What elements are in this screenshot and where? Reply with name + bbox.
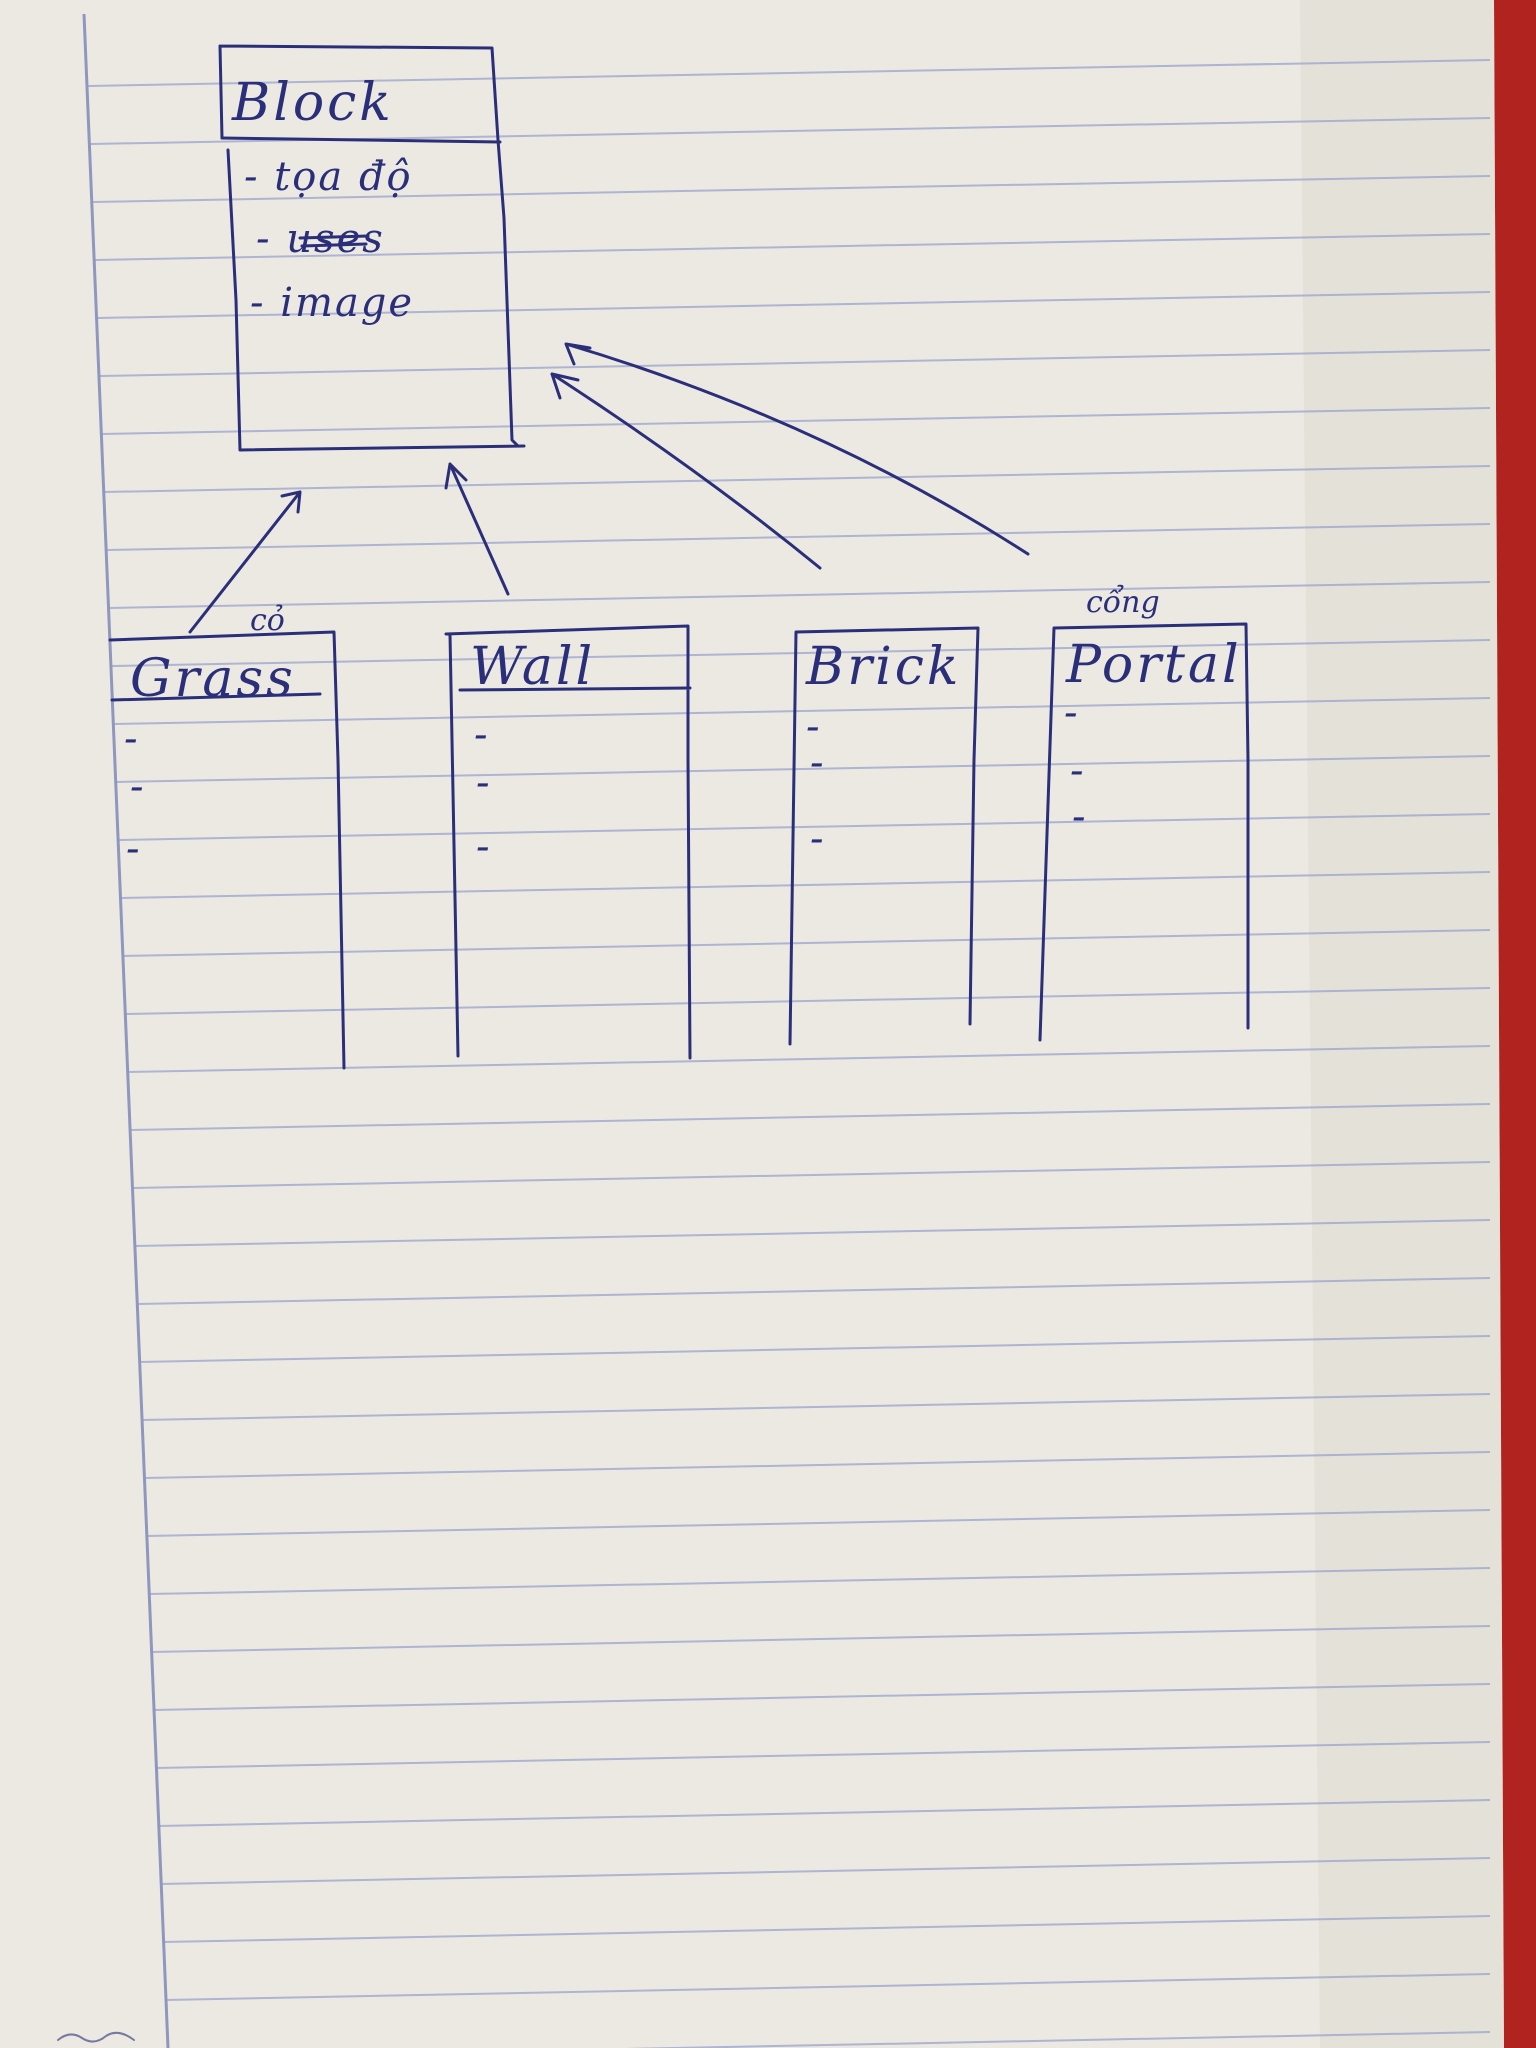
- brick-title: Brick: [805, 637, 961, 697]
- grass-item-0: -: [124, 716, 140, 762]
- brick-class-box: Brick - - -: [788, 626, 980, 1046]
- brick-item-1: -: [810, 740, 826, 786]
- block-attr-2: - image: [250, 280, 414, 326]
- grass-class-box: Grass cỏ - - -: [108, 603, 346, 1070]
- portal-class-box: Portal cổng - - -: [1038, 584, 1250, 1042]
- grass-item-2: -: [126, 826, 142, 872]
- ruled-line: [139, 1335, 1491, 1363]
- ruled-line: [155, 1741, 1491, 1769]
- wall-box-outline: [444, 624, 692, 1060]
- grass-title: Grass: [130, 649, 296, 709]
- wall-item-1: -: [476, 760, 492, 806]
- ruled-line: [95, 233, 1491, 261]
- ruled-line: [137, 1277, 1491, 1305]
- ruled-line: [146, 1509, 1491, 1537]
- ruled-line: [127, 1045, 1491, 1073]
- arrow-grass-to-block: [188, 490, 302, 634]
- ruled-line: [164, 1973, 1491, 2001]
- block-class-box: Block - tọa độ - uses - image use: [218, 44, 526, 452]
- portal-box-outline: [1038, 622, 1250, 1042]
- block-title: Block: [231, 73, 394, 133]
- ruled-line: [153, 1683, 1491, 1711]
- paper-shadow: [1300, 0, 1504, 2048]
- grass-box-outline: [108, 630, 346, 1070]
- ruled-line: [144, 1451, 1491, 1479]
- wall-item-2: -: [476, 824, 492, 870]
- portal-annotation: cổng: [1086, 584, 1160, 620]
- wall-class-box: Wall - - -: [444, 624, 692, 1060]
- ruled-line: [132, 1161, 1491, 1189]
- strike-through-mark: [298, 234, 370, 248]
- ruled-line: [109, 581, 1491, 609]
- block-attr-0: - tọa độ: [244, 154, 413, 200]
- ruled-line: [130, 1103, 1491, 1131]
- ruled-line: [99, 349, 1491, 377]
- ruled-line: [111, 639, 1491, 667]
- ruled-line: [118, 813, 1491, 841]
- portal-item-0: -: [1064, 690, 1080, 736]
- ruled-line: [162, 1915, 1491, 1943]
- portal-item-1: -: [1070, 748, 1086, 794]
- ruled-line: [88, 59, 1491, 87]
- arrow-brick-to-block: [550, 372, 822, 570]
- ruled-line: [123, 929, 1491, 957]
- brick-item-2: -: [810, 816, 826, 862]
- ruled-line: [148, 1567, 1491, 1595]
- block-attr-1: - uses: [256, 216, 385, 262]
- ruled-line: [102, 407, 1491, 435]
- portal-title: Portal: [1065, 635, 1242, 695]
- ruled-line: [106, 523, 1491, 551]
- portal-item-2: -: [1072, 794, 1088, 840]
- grass-annotation: cỏ: [250, 603, 285, 638]
- ruled-line: [151, 1625, 1491, 1653]
- grass-item-1: -: [130, 764, 146, 810]
- ruled-line: [116, 755, 1491, 783]
- inheritance-arrows: [188, 342, 1030, 634]
- paper-sheet: [0, 0, 1504, 2048]
- ruled-line: [97, 291, 1491, 319]
- ruled-line: [157, 1799, 1491, 1827]
- margin-line: [82, 13, 170, 2048]
- block-box-outline: [218, 44, 526, 452]
- ruled-line: [113, 697, 1491, 725]
- ruled-line: [104, 465, 1491, 493]
- ruled-line: [134, 1219, 1491, 1247]
- ruled-line: [120, 871, 1491, 899]
- brick-box-outline: [788, 626, 980, 1046]
- ruled-line: [141, 1393, 1491, 1421]
- block-title-divider: [220, 136, 502, 144]
- ruled-lines: [88, 59, 1491, 2048]
- bottom-scribble: [57, 2031, 135, 2043]
- brick-item-0: -: [806, 704, 822, 750]
- arrow-wall-to-block: [444, 462, 510, 596]
- arrow-portal-to-block: [564, 342, 1030, 556]
- ruled-line: [625, 2031, 1491, 2048]
- wall-title: Wall: [470, 637, 595, 697]
- ruled-line: [160, 1857, 1491, 1885]
- ruled-line: [93, 175, 1491, 203]
- wall-item-0: -: [474, 712, 490, 758]
- ruled-line: [125, 987, 1491, 1015]
